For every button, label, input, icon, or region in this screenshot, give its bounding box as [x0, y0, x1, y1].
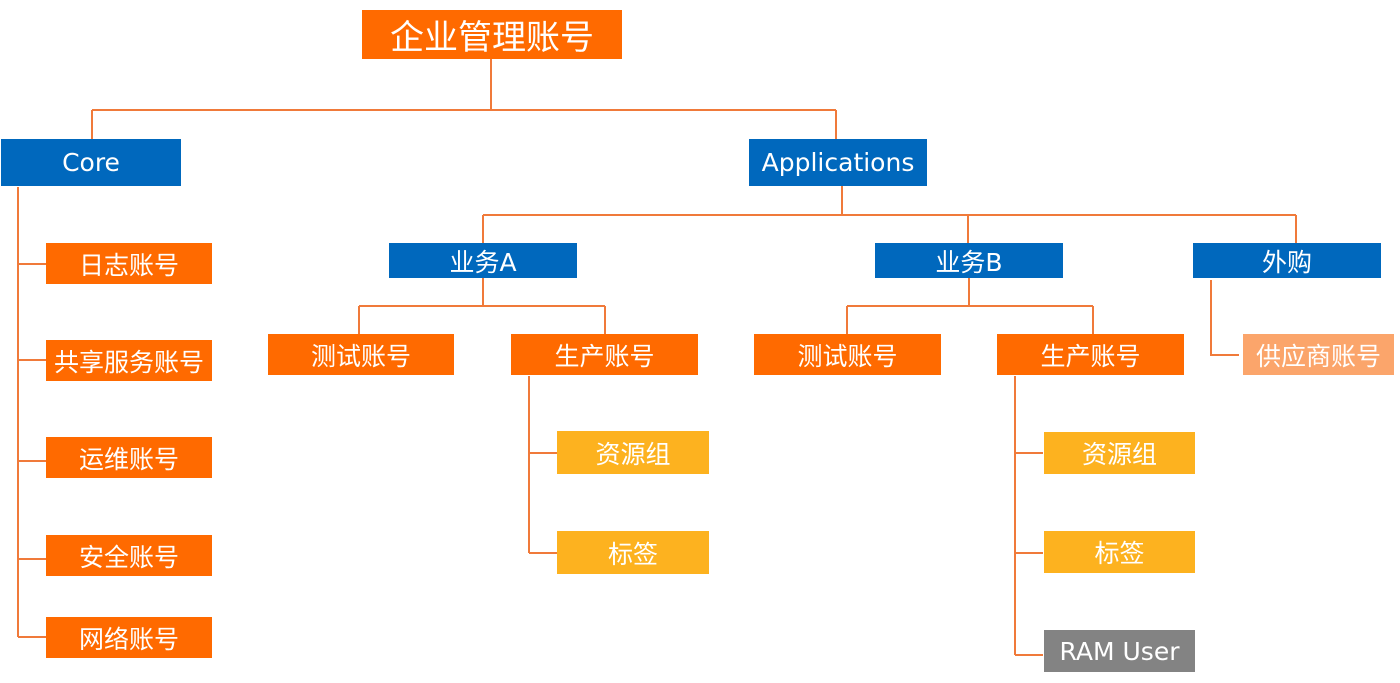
supplier-account: 供应商账号	[1243, 334, 1394, 375]
node-label: 测试账号	[797, 341, 898, 371]
applications-node: Applications	[749, 139, 927, 186]
node-label: RAM User	[1059, 636, 1180, 666]
core-label: Core	[62, 148, 120, 177]
business-b-prod-account: 生产账号	[997, 334, 1184, 375]
node-label: 资源组	[1081, 440, 1157, 469]
node-label: 业务B	[935, 247, 1003, 277]
root-node: 企业管理账号	[362, 10, 622, 59]
business-b-ram-user: RAM User	[1044, 630, 1195, 672]
core-node: Core	[1, 139, 181, 186]
node-label: 生产账号	[1040, 341, 1141, 371]
node-label: 网络账号	[78, 624, 179, 654]
business-a-prod-account: 生产账号	[511, 334, 698, 375]
business-a-resource-group: 资源组	[557, 431, 709, 474]
node-label: 运维账号	[78, 444, 179, 474]
outsourced-node: 外购	[1193, 243, 1381, 278]
applications-label: Applications	[761, 148, 915, 177]
core-child-ops-account: 运维账号	[46, 437, 212, 478]
business-b-node: 业务B	[875, 243, 1063, 278]
business-b-resource-group: 资源组	[1044, 432, 1195, 474]
root-label: 企业管理账号	[390, 18, 594, 58]
node-label: 共享服务账号	[53, 347, 204, 377]
core-child-security-account: 安全账号	[46, 535, 212, 576]
core-child-shared-services-account: 共享服务账号	[46, 340, 212, 381]
node-label: 生产账号	[554, 341, 655, 371]
business-a-tags: 标签	[557, 531, 709, 574]
node-label: 标签	[607, 539, 658, 569]
business-a-node: 业务A	[389, 243, 577, 278]
node-label: 资源组	[595, 439, 671, 469]
node-label: 外购	[1261, 247, 1312, 277]
node-label: 业务A	[449, 247, 517, 277]
node-label: 测试账号	[310, 341, 411, 371]
connector-outsourced	[1210, 280, 1239, 356]
node-label: 安全账号	[78, 542, 179, 572]
node-label: 标签	[1094, 539, 1145, 568]
business-b-test-account: 测试账号	[754, 334, 941, 375]
business-a-test-account: 测试账号	[268, 334, 454, 375]
node-label: 供应商账号	[1255, 341, 1381, 371]
business-b-tags: 标签	[1044, 531, 1195, 573]
node-label: 日志账号	[78, 250, 179, 280]
core-child-network-account: 网络账号	[46, 617, 212, 658]
core-child-log-account: 日志账号	[46, 243, 212, 284]
